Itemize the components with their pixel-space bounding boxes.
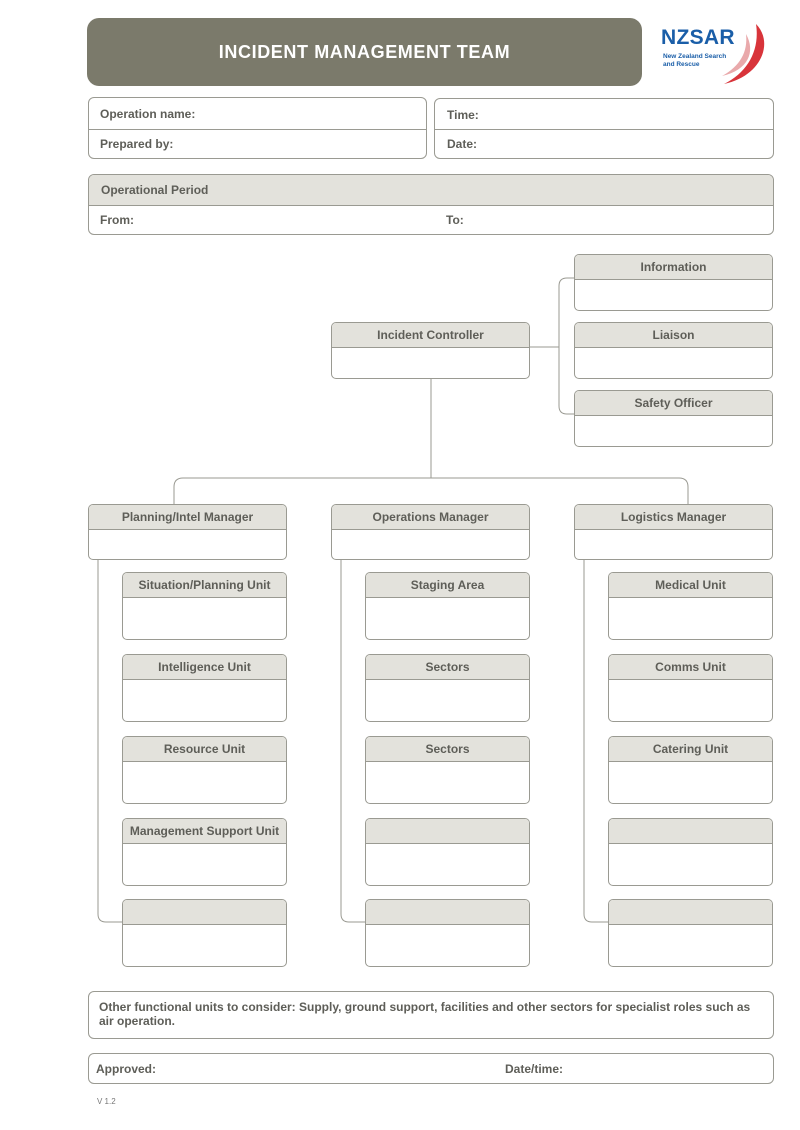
operation-info-box: Operation name: Prepared by: xyxy=(88,97,427,159)
logistics-unit-label: Comms Unit xyxy=(609,655,772,680)
operations-unit-label: Staging Area xyxy=(366,573,529,598)
logistics-unit-label: Medical Unit xyxy=(609,573,772,598)
logistics-unit-box: Medical Unit xyxy=(608,572,773,640)
logistics-unit-label xyxy=(609,819,772,844)
operations-unit-box xyxy=(365,899,530,967)
planning-unit-label: Intelligence Unit xyxy=(123,655,286,680)
operations-manager-label: Operations Manager xyxy=(332,505,529,530)
operations-unit-label xyxy=(366,900,529,925)
operations-manager-box: Operations Manager xyxy=(331,504,530,560)
planning-unit-label: Management Support Unit xyxy=(123,819,286,844)
operations-unit-box: Sectors xyxy=(365,736,530,804)
liaison-box: Liaison xyxy=(574,322,773,379)
operations-unit-box: Staging Area xyxy=(365,572,530,640)
version-label: V 1.2 xyxy=(97,1097,116,1106)
planning-unit-label: Situation/Planning Unit xyxy=(123,573,286,598)
safety-officer-box: Safety Officer xyxy=(574,390,773,447)
incident-controller-label: Incident Controller xyxy=(332,323,529,348)
planning-unit-label xyxy=(123,900,286,925)
operations-unit-label: Sectors xyxy=(366,737,529,762)
operational-period-title: Operational Period xyxy=(101,183,209,197)
logo-subtitle-line1: New Zealand Search xyxy=(663,53,727,60)
operational-period-box: Operational Period From: To: xyxy=(88,174,774,235)
operations-unit-box xyxy=(365,818,530,886)
logo-subtitle-line2: and Rescue xyxy=(663,61,700,68)
nzsar-logo: NZSAR New Zealand Search and Rescue xyxy=(652,18,772,90)
planning-unit-box: Situation/Planning Unit xyxy=(122,572,287,640)
planning-manager-label: Planning/Intel Manager xyxy=(89,505,286,530)
planning-unit-box: Management Support Unit xyxy=(122,818,287,886)
planning-unit-box: Intelligence Unit xyxy=(122,654,287,722)
operation-name-label: Operation name: xyxy=(100,107,196,121)
planning-unit-box: Resource Unit xyxy=(122,736,287,804)
prepared-by-label: Prepared by: xyxy=(100,137,174,151)
page-title: INCIDENT MANAGEMENT TEAM xyxy=(87,18,642,86)
logo-subtitle: New Zealand Search and Rescue xyxy=(663,53,726,69)
logistics-manager-label: Logistics Manager xyxy=(575,505,772,530)
logo-name: NZSAR xyxy=(661,26,735,49)
logistics-unit-box: Comms Unit xyxy=(608,654,773,722)
time-label: Time: xyxy=(447,108,479,122)
information-box: Information xyxy=(574,254,773,311)
planning-manager-box: Planning/Intel Manager xyxy=(88,504,287,560)
planning-unit-label: Resource Unit xyxy=(123,737,286,762)
other-units-note: Other functional units to consider: Supp… xyxy=(88,991,774,1039)
incident-controller-box: Incident Controller xyxy=(331,322,530,379)
time-date-box: Time: Date: xyxy=(434,98,774,159)
liaison-label: Liaison xyxy=(575,323,772,348)
to-label: To: xyxy=(446,213,464,227)
logistics-unit-box xyxy=(608,899,773,967)
logistics-unit-box: Catering Unit xyxy=(608,736,773,804)
planning-unit-box xyxy=(122,899,287,967)
logo-swoosh-icon xyxy=(722,24,765,84)
logistics-unit-label xyxy=(609,900,772,925)
logistics-unit-label: Catering Unit xyxy=(609,737,772,762)
from-label: From: xyxy=(100,213,134,227)
approval-box: Approved: Date/time: xyxy=(88,1053,774,1084)
date-label: Date: xyxy=(447,137,478,151)
logistics-unit-box xyxy=(608,818,773,886)
approved-label: Approved: xyxy=(96,1062,156,1076)
logistics-manager-box: Logistics Manager xyxy=(574,504,773,560)
operations-unit-label xyxy=(366,819,529,844)
operations-unit-box: Sectors xyxy=(365,654,530,722)
date-time-label: Date/time: xyxy=(505,1062,564,1076)
information-label: Information xyxy=(575,255,772,280)
operations-unit-label: Sectors xyxy=(366,655,529,680)
safety-officer-label: Safety Officer xyxy=(575,391,772,416)
